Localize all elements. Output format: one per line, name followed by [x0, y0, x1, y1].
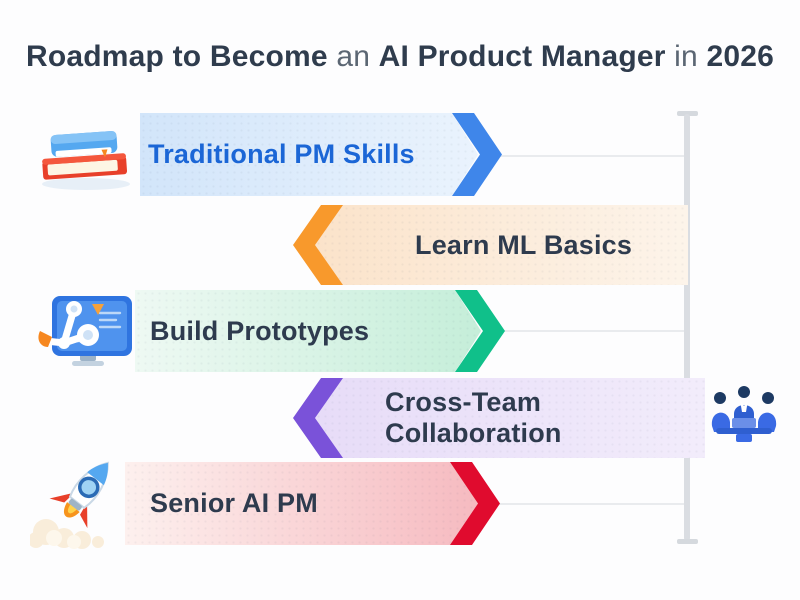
step-band: Senior AI PM: [125, 462, 478, 545]
timeline-connector: [503, 330, 684, 332]
title-segment: AI Product Manager: [378, 40, 675, 73]
timeline-top-cap: [677, 111, 698, 116]
people-icon: [711, 386, 777, 442]
timeline-bar: [684, 114, 690, 541]
robot-board-icon: [38, 296, 132, 366]
page-title: Roadmap to Become an AI Product Manager …: [0, 38, 800, 76]
title-segment: an: [336, 40, 379, 73]
timeline-bottom-cap: [677, 539, 698, 544]
step-label: Cross-Team Collaboration: [385, 387, 562, 448]
title-segment: Roadmap to Become: [26, 40, 337, 73]
step-band: Traditional PM Skills: [140, 113, 478, 196]
step-label: Traditional PM Skills: [148, 139, 415, 169]
step-label: Build Prototypes: [150, 315, 370, 346]
step-label: Learn ML Basics: [415, 229, 633, 260]
step-row-build-prototypes: Build Prototypes: [0, 290, 800, 372]
step-row-senior-ai-pm: Senior AI PM: [0, 462, 800, 545]
title-segment: in: [674, 40, 707, 73]
step-band: Learn ML Basics: [315, 205, 688, 285]
timeline-connector: [498, 503, 684, 505]
step-row-cross-team-collaboration: Cross-Team Collaboration: [0, 378, 800, 458]
step-band: Build Prototypes: [135, 290, 481, 372]
rocket-icon: [30, 461, 109, 549]
step-label: Senior AI PM: [150, 488, 318, 518]
step-band: Cross-Team Collaboration: [315, 378, 705, 458]
books-icon: [42, 130, 130, 190]
step-row-learn-ml-basics: Learn ML Basics: [0, 205, 800, 285]
timeline-connector: [500, 155, 684, 157]
step-row-traditional-pm-skills: Traditional PM Skills: [0, 113, 800, 196]
title-segment: 2026: [706, 40, 774, 73]
